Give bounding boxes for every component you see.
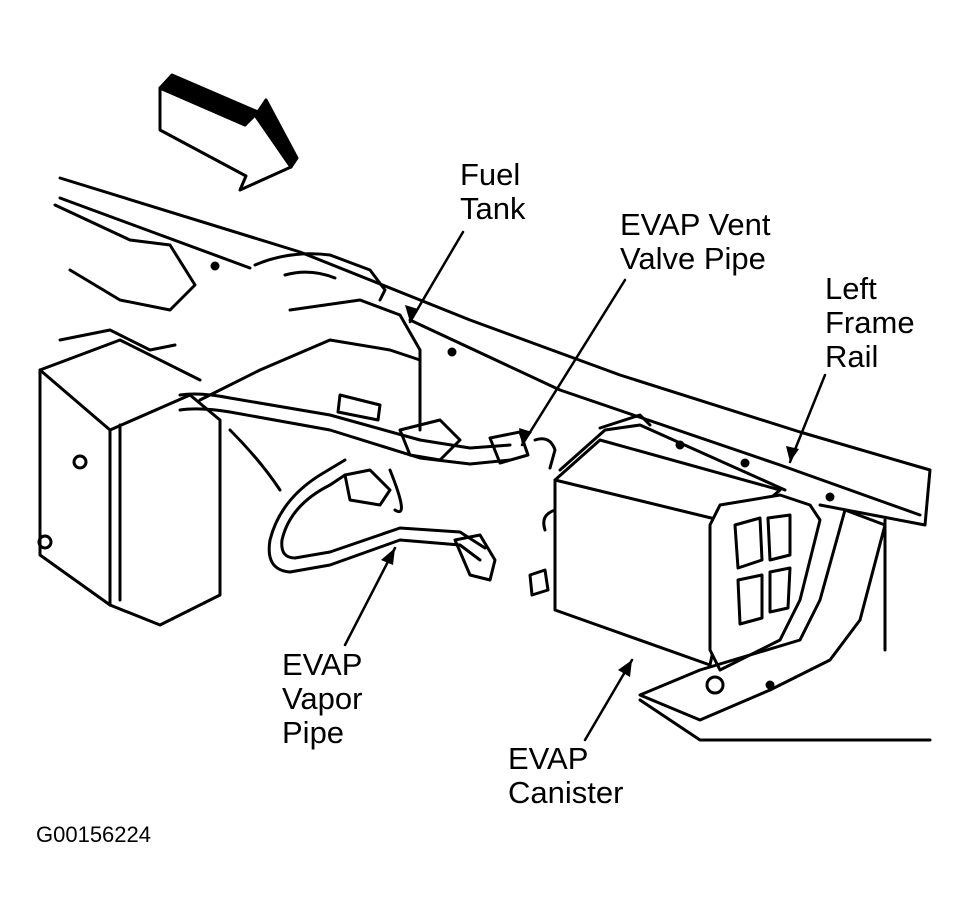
canister-bracket [638,508,887,722]
vapor-pipe-leader [343,546,397,647]
fuel-tank [198,252,422,514]
evap-vapor-pipe [267,458,497,582]
figure-id: G00156224 [36,822,151,847]
leader-arrowheads [381,305,799,677]
left-frame-rail-label: Left Frame Rail [825,271,915,374]
evap-vent-valve-pipe [178,392,557,470]
evap-canister-label: EVAP Canister [508,741,624,810]
vent-valve-pipe-leader [520,278,627,447]
evap-canister [528,413,822,672]
fuel-tank-leader [408,230,465,324]
left-frame-rail [58,176,932,742]
frame-rail-leader [788,373,827,464]
forward-direction-arrow [158,73,299,192]
cross-member [37,203,222,627]
evap-vent-valve-pipe-label: EVAP Vent Valve Pipe [620,207,771,276]
evap-vapor-pipe-label: EVAP Vapor Pipe [282,647,363,750]
fuel-tank-label: Fuel Tank [460,157,526,226]
